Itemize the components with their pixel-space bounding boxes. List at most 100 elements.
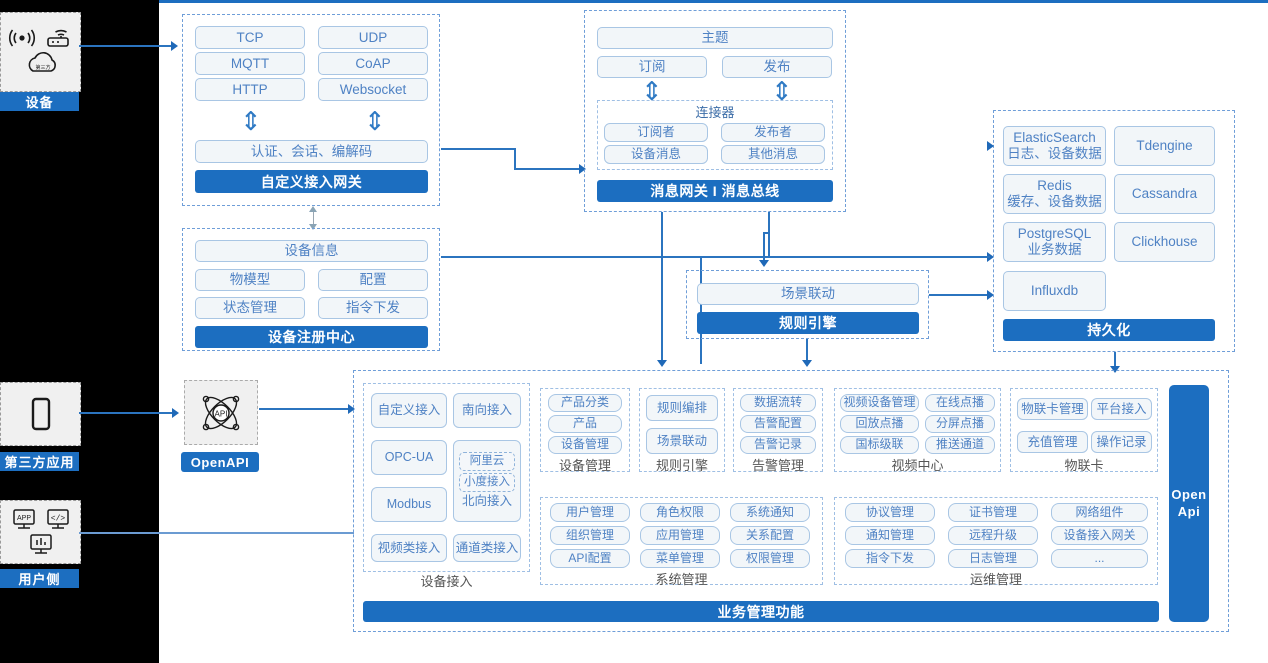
connector-gateway-bus-a	[441, 148, 516, 150]
chip-online-vod[interactable]: 在线点播	[925, 394, 995, 412]
chip-store-influxdb[interactable]: Influxdb	[1003, 271, 1106, 311]
chip-store-clickhouse[interactable]: Clickhouse	[1114, 222, 1215, 262]
chip-publish[interactable]: 发布	[722, 56, 832, 78]
chip-xiaodu-access[interactable]: 小度接入	[459, 472, 515, 492]
chip-topic[interactable]: 主题	[597, 27, 833, 49]
chip-user-mgmt[interactable]: 用户管理	[550, 503, 630, 522]
chip-app-mgmt[interactable]: 应用管理	[640, 526, 720, 545]
chip-device-mgmt[interactable]: 设备管理	[548, 436, 622, 454]
chip-more[interactable]: ...	[1051, 549, 1148, 568]
chip-product-category[interactable]: 产品分类	[548, 394, 622, 412]
chip-alarm-records[interactable]: 告警记录	[740, 436, 816, 454]
chip-iot-card-mgmt[interactable]: 物联卡管理	[1017, 398, 1088, 420]
bar-device-registry-center[interactable]: 设备注册中心	[195, 326, 428, 348]
chip-custom-access[interactable]: 自定义接入	[371, 393, 447, 428]
bar-openapi[interactable]: OpenAPI	[181, 452, 259, 472]
chip-configuration[interactable]: 配置	[318, 269, 428, 291]
chip-relation-cfg[interactable]: 关系配置	[730, 526, 810, 545]
chip-command-dispatch[interactable]: 指令下发	[318, 297, 428, 319]
svg-text:APP: APP	[16, 515, 30, 522]
chip-store-elasticsearch[interactable]: ElasticSearch 日志、设备数据	[1003, 126, 1106, 166]
group-device-management	[540, 388, 630, 472]
arrow-down-registry	[309, 224, 317, 230]
chip-push-channel[interactable]: 推送通道	[925, 436, 995, 454]
connector-title: 连接器	[695, 104, 735, 120]
chip-opcua[interactable]: OPC-UA	[371, 440, 447, 475]
chip-remote-upgrade[interactable]: 远程升级	[948, 526, 1038, 545]
chip-protocol-coap[interactable]: CoAP	[318, 52, 428, 75]
chip-scene-linkage[interactable]: 场景联动	[697, 283, 919, 305]
chip-sys-notice[interactable]: 系统通知	[730, 503, 810, 522]
chip-playback-vod[interactable]: 回放点播	[840, 415, 919, 433]
chip-state-management[interactable]: 状态管理	[195, 297, 305, 319]
rail-card-device: 第三方	[0, 12, 81, 92]
chip-role-perm[interactable]: 角色权限	[640, 503, 720, 522]
bar-message-gateway-bus[interactable]: 消息网关 I 消息总线	[597, 180, 833, 202]
chip-perm-mgmt[interactable]: 权限管理	[730, 549, 810, 568]
connector-bus-rule-c	[763, 232, 765, 264]
chip-video-device-mgmt[interactable]: 视频设备管理	[840, 394, 919, 412]
chip-thing-model[interactable]: 物模型	[195, 269, 305, 291]
group-system-management	[540, 497, 823, 585]
chip-command-issue[interactable]: 指令下发	[845, 549, 935, 568]
chip-other-message[interactable]: 其他消息	[721, 145, 825, 164]
group-iot-card	[1010, 388, 1158, 472]
chip-video-access[interactable]: 视频类接入	[371, 534, 447, 562]
chip-data-forwarding[interactable]: 数据流转	[740, 394, 816, 412]
top-accent-line	[159, 0, 1268, 3]
chip-notice-mgmt[interactable]: 通知管理	[845, 526, 935, 545]
chip-protocol-mgmt[interactable]: 协议管理	[845, 503, 935, 522]
bar-open-api-vertical[interactable]: Open Api	[1169, 385, 1209, 622]
device-icons: 第三方	[8, 29, 69, 72]
chip-protocol-udp[interactable]: UDP	[318, 26, 428, 49]
chip-store-redis[interactable]: Redis 缓存、设备数据	[1003, 174, 1106, 214]
chip-device-info[interactable]: 设备信息	[195, 240, 428, 262]
chip-northbound-group[interactable]: 阿里云 小度接入 北向接入	[453, 440, 521, 522]
chip-aliyun[interactable]: 阿里云	[459, 451, 515, 471]
chip-gb-cascade[interactable]: 国标级联	[840, 436, 919, 454]
chip-api-config[interactable]: API配置	[550, 549, 630, 568]
caption-alarm-management: 告警管理	[751, 457, 804, 473]
chip-subscribe[interactable]: 订阅	[597, 56, 707, 78]
chip-publisher[interactable]: 发布者	[721, 123, 825, 142]
chip-modbus[interactable]: Modbus	[371, 487, 447, 522]
chip-product[interactable]: 产品	[548, 415, 622, 433]
chip-split-screen-vod[interactable]: 分屏点播	[925, 415, 995, 433]
store-sub: 业务数据	[1027, 242, 1082, 257]
chip-southbound-access[interactable]: 南向接入	[453, 393, 521, 428]
bar-custom-access-gateway[interactable]: 自定义接入网关	[195, 170, 428, 193]
arrow-to-elasticsearch	[987, 141, 994, 151]
rail-label-device: 设备	[0, 92, 79, 111]
chip-device-message[interactable]: 设备消息	[604, 145, 708, 164]
chip-store-cassandra[interactable]: Cassandra	[1114, 174, 1215, 214]
bar-persistence[interactable]: 持久化	[1003, 319, 1215, 341]
chip-org-mgmt[interactable]: 组织管理	[550, 526, 630, 545]
chip-protocol-tcp[interactable]: TCP	[195, 26, 305, 49]
chip-scene-linkage-biz[interactable]: 场景联动	[646, 428, 718, 454]
chip-cert-mgmt[interactable]: 证书管理	[948, 503, 1038, 522]
chip-network-comp[interactable]: 网络组件	[1051, 503, 1148, 522]
bar-rule-engine[interactable]: 规则引擎	[697, 312, 919, 334]
chip-operation-records[interactable]: 操作记录	[1091, 431, 1152, 453]
group-ops-management	[834, 497, 1158, 585]
mobile-phone-icon	[31, 397, 50, 431]
chip-platform-access[interactable]: 平台接入	[1091, 398, 1152, 420]
chip-store-tdengine[interactable]: Tdengine	[1114, 126, 1215, 166]
chip-subscriber[interactable]: 订阅者	[604, 123, 708, 142]
chip-alarm-config[interactable]: 告警配置	[740, 415, 816, 433]
chip-rule-orchestration[interactable]: 规则编排	[646, 395, 718, 421]
chip-protocol-websocket[interactable]: Websocket	[318, 78, 428, 101]
chip-device-gateway[interactable]: 设备接入网关	[1051, 526, 1148, 545]
connector-device-to-gateway	[79, 45, 174, 47]
chip-protocol-mqtt[interactable]: MQTT	[195, 52, 305, 75]
group-business	[353, 370, 1229, 632]
bar-business-management[interactable]: 业务管理功能	[363, 601, 1159, 622]
connector-bus-business	[661, 212, 663, 364]
chip-menu-mgmt[interactable]: 菜单管理	[640, 549, 720, 568]
chip-channel-access[interactable]: 通道类接入	[453, 534, 521, 562]
chip-auth-session-codec[interactable]: 认证、会话、编解码	[195, 140, 428, 163]
chip-recharge-mgmt[interactable]: 充值管理	[1017, 431, 1088, 453]
chip-protocol-http[interactable]: HTTP	[195, 78, 305, 101]
chip-log-mgmt[interactable]: 日志管理	[948, 549, 1038, 568]
chip-store-postgresql[interactable]: PostgreSQL 业务数据	[1003, 222, 1106, 262]
